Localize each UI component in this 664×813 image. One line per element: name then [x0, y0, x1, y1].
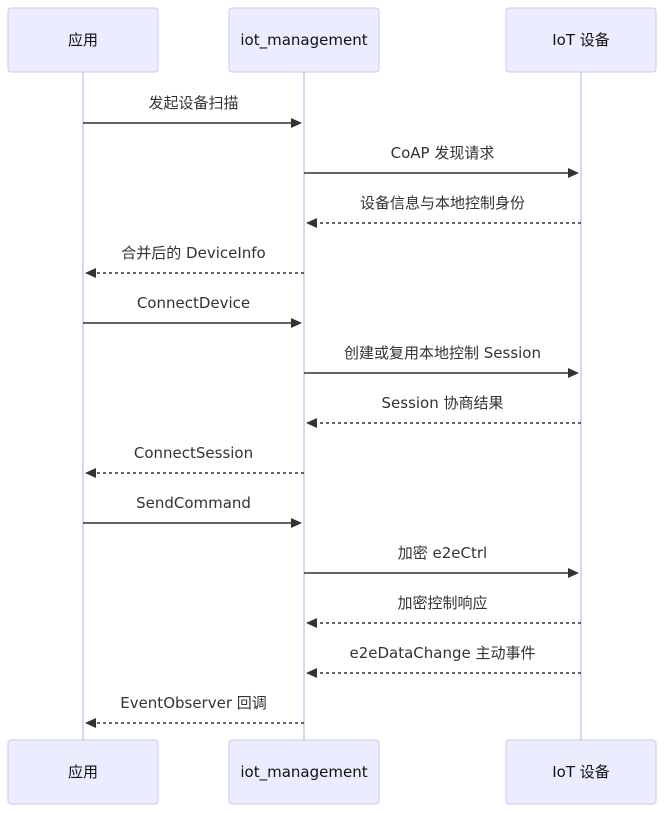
- actor-device-top: IoT 设备: [505, 7, 657, 73]
- message-2: CoAP 发现请求: [304, 144, 579, 178]
- arrowhead-icon: [85, 468, 96, 478]
- actor-label: 应用: [68, 763, 98, 781]
- actor-device-bottom: IoT 设备: [505, 739, 657, 805]
- actor-app-top: 应用: [7, 7, 159, 73]
- arrowhead-icon: [568, 568, 579, 578]
- message-label: EventObserver 回调: [120, 694, 267, 712]
- message-4: 合并后的 DeviceInfo: [85, 244, 304, 278]
- arrowhead-icon: [291, 518, 302, 528]
- actor-box: [7, 739, 159, 805]
- message-9: SendCommand: [83, 494, 302, 528]
- message-10: 加密 e2eCtrl: [304, 544, 579, 578]
- message-label: ConnectDevice: [137, 294, 250, 312]
- arrowhead-icon: [306, 668, 317, 678]
- arrowhead-icon: [291, 318, 302, 328]
- arrowhead-icon: [306, 618, 317, 628]
- message-1: 发起设备扫描: [83, 94, 302, 128]
- arrowhead-icon: [85, 718, 96, 728]
- message-label: ConnectSession: [134, 444, 253, 462]
- actor-box: [505, 7, 657, 73]
- message-label: e2eDataChange 主动事件: [349, 644, 535, 662]
- actor-app-bottom: 应用: [7, 739, 159, 805]
- message-label: 加密控制响应: [397, 594, 487, 612]
- arrowhead-icon: [291, 118, 302, 128]
- actor-box: [505, 739, 657, 805]
- actor-label: iot_management: [240, 31, 367, 50]
- message-6: 创建或复用本地控制 Session: [304, 344, 579, 378]
- message-8: ConnectSession: [85, 444, 304, 478]
- message-label: 合并后的 DeviceInfo: [121, 244, 265, 262]
- actor-iot-bottom: iot_management: [228, 739, 380, 805]
- actor-label: IoT 设备: [552, 31, 610, 49]
- actor-box: [7, 7, 159, 73]
- arrowhead-icon: [568, 368, 579, 378]
- arrowhead-icon: [306, 418, 317, 428]
- arrowhead-icon: [85, 268, 96, 278]
- arrowhead-icon: [568, 168, 579, 178]
- message-5: ConnectDevice: [83, 294, 302, 328]
- message-label: 加密 e2eCtrl: [398, 544, 487, 562]
- message-label: 创建或复用本地控制 Session: [344, 344, 541, 362]
- message-label: CoAP 发现请求: [391, 144, 495, 162]
- message-13: EventObserver 回调: [85, 694, 304, 728]
- message-3: 设备信息与本地控制身份: [306, 194, 581, 228]
- actor-label: iot_management: [240, 763, 367, 782]
- message-label: SendCommand: [136, 494, 251, 512]
- actor-iot-top: iot_management: [228, 7, 380, 73]
- arrowhead-icon: [306, 218, 317, 228]
- message-label: Session 协商结果: [382, 394, 504, 412]
- message-11: 加密控制响应: [306, 594, 581, 628]
- actor-box: [228, 7, 380, 73]
- actor-label: IoT 设备: [552, 763, 610, 781]
- message-label: 设备信息与本地控制身份: [360, 194, 525, 212]
- message-label: 发起设备扫描: [148, 94, 238, 112]
- actor-box: [228, 739, 380, 805]
- message-12: e2eDataChange 主动事件: [306, 644, 581, 678]
- actor-label: 应用: [68, 31, 98, 49]
- message-7: Session 协商结果: [306, 394, 581, 428]
